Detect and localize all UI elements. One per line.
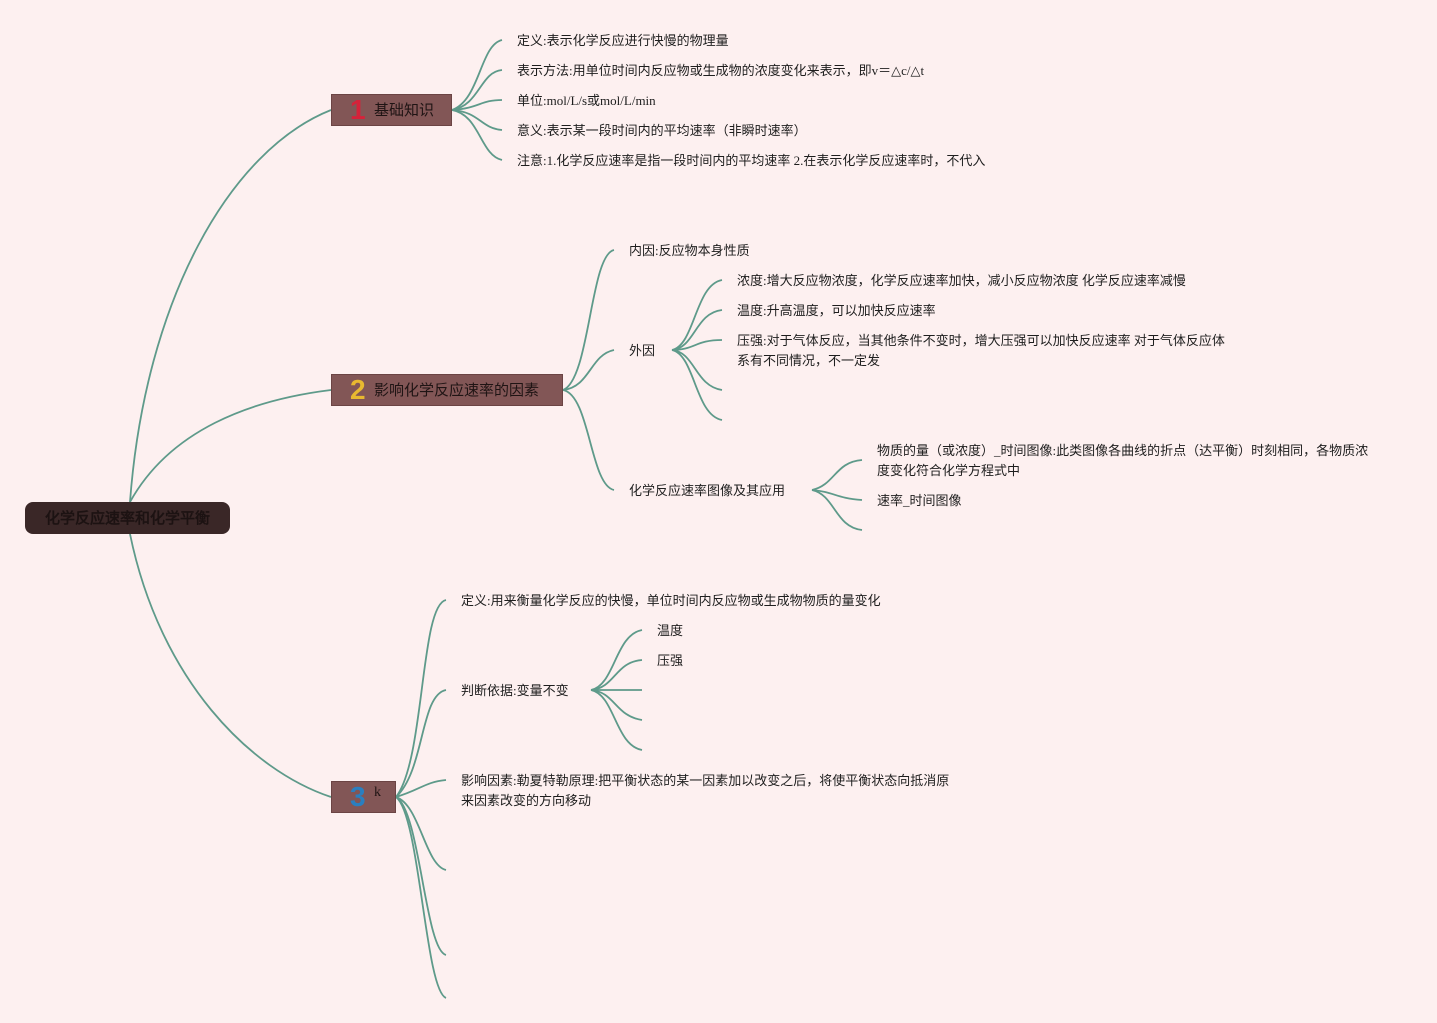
- link-3-d: [395, 796, 447, 871]
- link-1-a: [451, 39, 503, 111]
- leaf-basis-temperature[interactable]: 温度: [657, 623, 684, 638]
- link-1-c: [451, 99, 503, 111]
- link-2-c: [562, 389, 615, 491]
- link-root-2: [129, 389, 332, 503]
- leaf-amount-time-graph[interactable]: 物质的量（或浓度）_时间图像:此类图像各曲线的折点（达平衡）时刻相同，各物质浓度…: [877, 443, 1369, 478]
- leaf-rate-graphs[interactable]: 化学反应速率图像及其应用: [629, 483, 786, 498]
- link-wy-b: [671, 309, 723, 351]
- number-badge-3: 3: [350, 781, 366, 812]
- leaf-temperature[interactable]: 温度:升高温度，可以加快反应速率: [737, 303, 936, 318]
- leaf-meaning[interactable]: 意义:表示某一段时间内的平均速率（非瞬时速率）: [517, 123, 807, 138]
- link-2-a: [562, 249, 615, 391]
- leaf-definition[interactable]: 定义:表示化学反应进行快慢的物理量: [517, 33, 729, 48]
- link-pd-d: [590, 689, 643, 721]
- topic-rate-factors[interactable]: 2 影响化学反应速率的因素: [331, 374, 563, 406]
- link-1-d: [451, 109, 503, 131]
- topic-k[interactable]: 3 k: [331, 781, 396, 813]
- link-1-b: [451, 69, 503, 111]
- link-wy-e: [671, 349, 723, 421]
- leaf-concentration[interactable]: 浓度:增大反应物浓度，化学反应速率加快，减小反应物浓度 化学反应速率减慢: [737, 273, 1186, 288]
- leaf-representation[interactable]: 表示方法:用单位时间内反应物或生成物的浓度变化来表示，即v＝△c/△t: [517, 63, 925, 78]
- leaf-unit[interactable]: 单位:mol/L/s或mol/L/min: [517, 93, 656, 108]
- root-topic-label: 化学反应速率和化学平衡: [44, 509, 210, 527]
- link-3-c: [395, 779, 447, 798]
- link-tx-c: [811, 489, 863, 531]
- link-3-a: [395, 599, 447, 798]
- link-pd-b: [590, 659, 643, 691]
- number-badge-1: 1: [350, 94, 366, 125]
- link-root-3: [129, 533, 332, 798]
- link-wy-c: [671, 339, 723, 351]
- leaf-pressure[interactable]: 压强:对于气体反应，当其他条件不变时，增大压强可以加快反应速率 对于气体反应体系…: [737, 333, 1225, 368]
- link-root-1: [129, 109, 332, 503]
- link-wy-a: [671, 279, 723, 351]
- leaf-k-definition[interactable]: 定义:用来衡量化学反应的快慢，单位时间内反应物或生成物物质的量变化: [461, 593, 881, 608]
- link-3-e: [395, 796, 447, 956]
- topic-label: 基础知识: [374, 101, 435, 119]
- leaf-basis-pressure[interactable]: 压强: [657, 653, 684, 668]
- link-pd-e: [590, 689, 643, 751]
- link-1-e: [451, 109, 503, 161]
- link-tx-a: [811, 459, 863, 491]
- topic-label: k: [374, 785, 381, 800]
- leaf-rate-time-graph[interactable]: 速率_时间图像: [877, 493, 962, 508]
- link-2-b: [562, 349, 615, 391]
- leaf-notice[interactable]: 注意:1.化学反应速率是指一段时间内的平均速率 2.在表示化学反应速率时，不代入: [517, 153, 986, 168]
- leaf-internal-cause[interactable]: 内因:反应物本身性质: [629, 243, 750, 258]
- root-topic[interactable]: 化学反应速率和化学平衡: [25, 502, 230, 534]
- link-pd-a: [590, 629, 643, 691]
- link-wy-d: [671, 349, 723, 391]
- leaf-judgement-basis[interactable]: 判断依据:变量不变: [461, 683, 569, 698]
- leaf-le-chatelier[interactable]: 影响因素:勒夏特勒原理:把平衡状态的某一因素加以改变之后，将使平衡状态向抵消原来…: [461, 773, 950, 808]
- number-badge-2: 2: [350, 374, 366, 405]
- topic-label: 影响化学反应速率的因素: [374, 381, 540, 399]
- link-3-f: [395, 796, 447, 999]
- link-tx-b: [811, 489, 863, 501]
- leaf-external-cause[interactable]: 外因: [629, 343, 656, 358]
- link-3-b: [395, 689, 447, 798]
- topic-basic-knowledge[interactable]: 1 基础知识: [331, 94, 452, 126]
